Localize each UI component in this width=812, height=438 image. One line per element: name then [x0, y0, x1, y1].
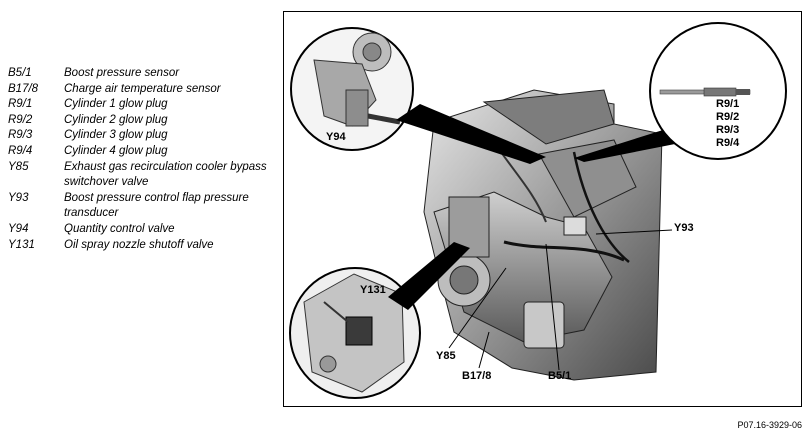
legend-item: R9/4 Cylinder 4 glow plug: [8, 144, 274, 160]
legend-code: Y85: [8, 160, 29, 173]
engine-figure: Y94 R9/1 R9/2 R9/3 R9/4 Y93 Y131 Y85 B17…: [283, 11, 802, 407]
legend-description: Cylinder 2 glow plug: [64, 113, 168, 126]
legend: B5/1 Boost pressure sensor B17/8 Charge ai…: [8, 66, 274, 253]
legend-code: R9/2: [8, 113, 33, 126]
callout-r9-1: R9/1: [716, 98, 740, 110]
legend-code: R9/1: [8, 98, 33, 111]
callout-r9-4: R9/4: [716, 137, 740, 149]
legend-code: Y94: [8, 222, 29, 235]
leader-lines: [448, 229, 673, 371]
callout-y93: Y93: [674, 222, 694, 234]
leader-wedge-y94: [396, 104, 546, 164]
legend-description: Exhaust gas recirculation cooler bypass …: [64, 160, 267, 189]
leader-wedge-glow-plug: [574, 130, 675, 162]
legend-description: Oil spray nozzle shutoff valve: [64, 238, 214, 251]
callout-r9-3: R9/3: [716, 124, 740, 136]
legend-description: Boost pressure control flap pressure tra…: [64, 191, 249, 220]
legend-code: B17/8: [8, 82, 39, 95]
legend-item: R9/2 Cylinder 2 glow plug: [8, 113, 274, 129]
engine-illustration: [289, 22, 787, 399]
legend-item: Y93 Boost pressure control flap pressure …: [8, 191, 274, 222]
callout-y94: Y94: [326, 131, 346, 143]
legend-description: Boost pressure sensor: [64, 67, 180, 79]
legend-code: R9/4: [8, 144, 33, 157]
legend-item: R9/1 Cylinder 1 glow plug: [8, 97, 274, 113]
figure-id: P07.16-3929-06: [737, 420, 802, 430]
legend-item: B17/8 Charge air temperature sensor: [8, 82, 274, 98]
legend-code: R9/3: [8, 129, 33, 142]
legend-description: Charge air temperature sensor: [64, 82, 221, 95]
callout-b5-1: B5/1: [548, 370, 572, 382]
legend-description: Cylinder 4 glow plug: [64, 144, 168, 157]
legend-item: Y94 Quantity control valve: [8, 222, 274, 238]
detail-circle-oil-spray-valve: [289, 267, 421, 399]
legend-item: Y131 Oil spray nozzle shutoff valve: [8, 238, 274, 254]
legend-description: Quantity control valve: [64, 222, 175, 235]
detail-circle-glow-plug: [649, 22, 787, 160]
legend-description: Cylinder 3 glow plug: [64, 129, 168, 142]
callout-r9-2: R9/2: [716, 111, 740, 123]
leader-wedge-y131: [388, 242, 470, 310]
engine-block: [423, 89, 663, 381]
callout-y131: Y131: [360, 284, 386, 296]
callout-b17-8: B17/8: [462, 370, 492, 382]
legend-item: B5/1 Boost pressure sensor: [8, 66, 274, 82]
legend-item: Y85 Exhaust gas recirculation cooler bypa…: [8, 160, 274, 191]
legend-item: R9/3 Cylinder 3 glow plug: [8, 128, 274, 144]
legend-code: B5/1: [8, 67, 32, 79]
detail-circle-quantity-control-valve: [290, 27, 414, 151]
callout-y85: Y85: [436, 350, 456, 362]
legend-code: Y131: [8, 238, 35, 251]
legend-description: Cylinder 1 glow plug: [64, 98, 168, 111]
legend-code: Y93: [8, 191, 29, 204]
